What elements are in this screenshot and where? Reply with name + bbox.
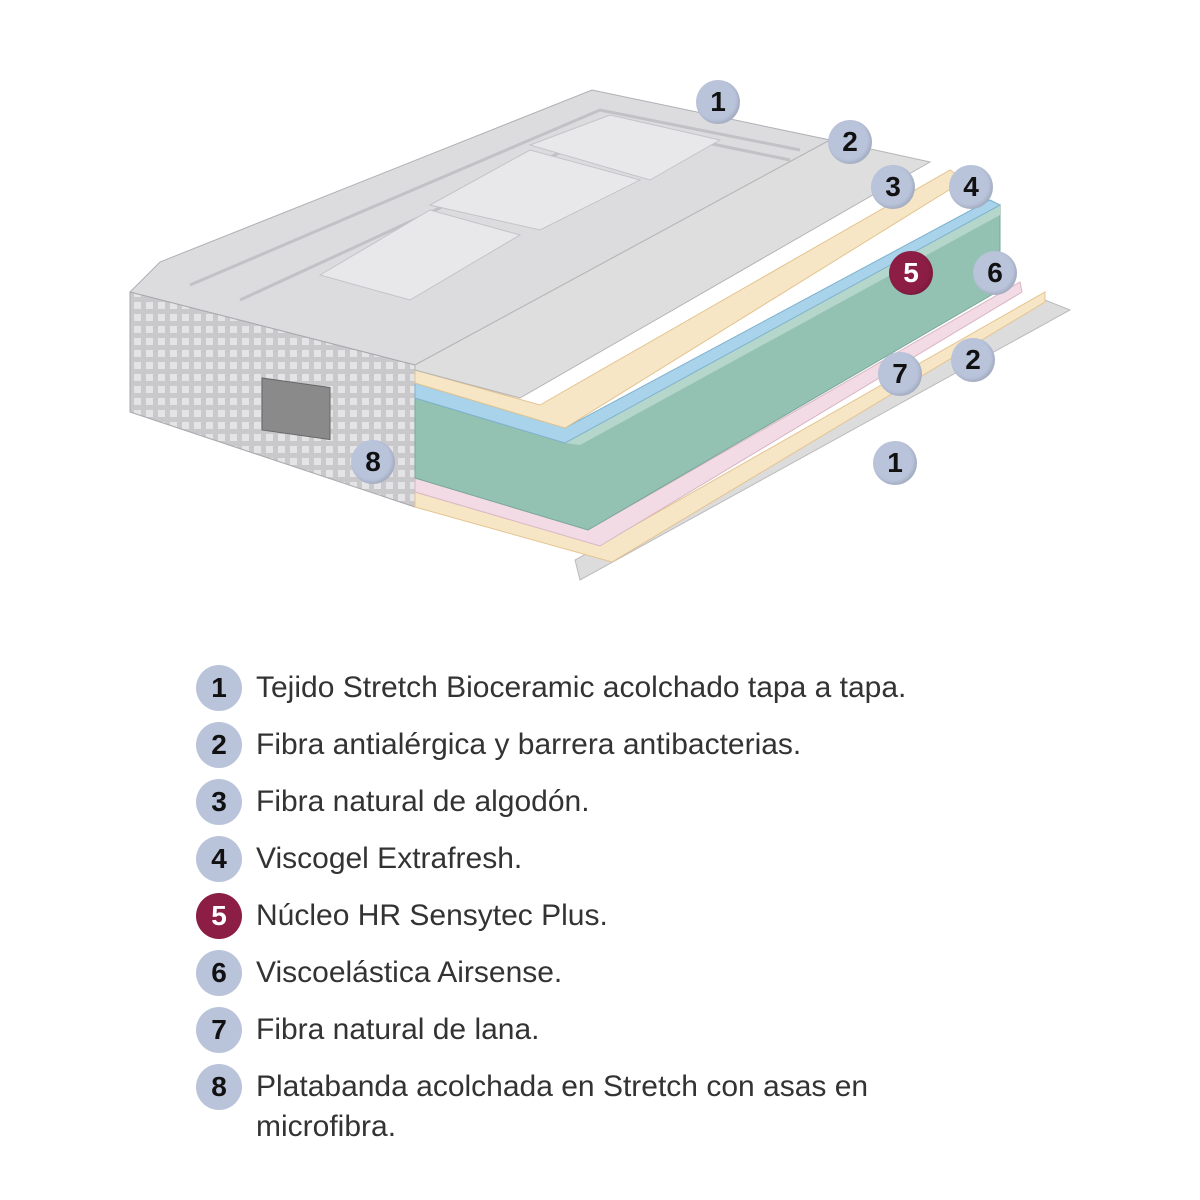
handle	[261, 377, 331, 441]
legend-number: 7	[196, 1007, 242, 1053]
callout-badge: 6	[973, 251, 1017, 295]
legend-number: 2	[196, 722, 242, 768]
callout-badge-highlight: 5	[889, 251, 933, 295]
callout-badge: 1	[873, 441, 917, 485]
layer-legend: 1 Tejido Stretch Bioceramic acolchado tap…	[196, 665, 1016, 1158]
callout-badge: 3	[871, 165, 915, 209]
legend-item: 5 Núcleo HR Sensytec Plus.	[196, 893, 1016, 939]
legend-item: 8 Platabanda acolchada en Stretch con asa…	[196, 1064, 1016, 1147]
callout-badge: 1	[696, 80, 740, 124]
layer-top-fiber	[414, 139, 932, 399]
legend-item: 4 Viscogel Extrafresh.	[196, 836, 1016, 882]
legend-text: Viscogel Extrafresh.	[256, 842, 523, 875]
legend-text: Viscoelástica Airsense.	[256, 956, 563, 989]
legend-text: Fibra natural de lana.	[256, 1013, 540, 1046]
legend-number: 6	[196, 950, 242, 996]
legend-text: Fibra antialérgica y barrera antibacteri…	[256, 728, 802, 761]
callout-badge: 2	[828, 120, 872, 164]
legend-number: 8	[196, 1064, 242, 1110]
legend-text: Platabanda acolchada en Stretch con asas…	[256, 1070, 869, 1143]
legend-item: 2 Fibra antialérgica y barrera antibacter…	[196, 722, 1016, 768]
legend-number-highlight: 5	[196, 893, 242, 939]
legend-text: Núcleo HR Sensytec Plus.	[256, 899, 608, 932]
legend-text: Fibra natural de algodón.	[256, 785, 590, 818]
callout-badge: 4	[949, 165, 993, 209]
mattress-diagram: 1 2 3 4 5 6 7 2 1 8	[129, 80, 1072, 581]
callout-badge: 2	[951, 338, 995, 382]
legend-item: 1 Tejido Stretch Bioceramic acolchado tap…	[196, 665, 1016, 711]
mattress-illustration	[129, 89, 1072, 581]
legend-number: 3	[196, 779, 242, 825]
legend-item: 6 Viscoelástica Airsense.	[196, 950, 1016, 996]
legend-item: 7 Fibra natural de lana.	[196, 1007, 1016, 1053]
callout-badge: 8	[351, 440, 395, 484]
legend-number: 4	[196, 836, 242, 882]
legend-text: Tejido Stretch Bioceramic acolchado tapa…	[256, 671, 907, 704]
legend-item: 3 Fibra natural de algodón.	[196, 779, 1016, 825]
callout-badge: 7	[878, 352, 922, 396]
legend-number: 1	[196, 665, 242, 711]
